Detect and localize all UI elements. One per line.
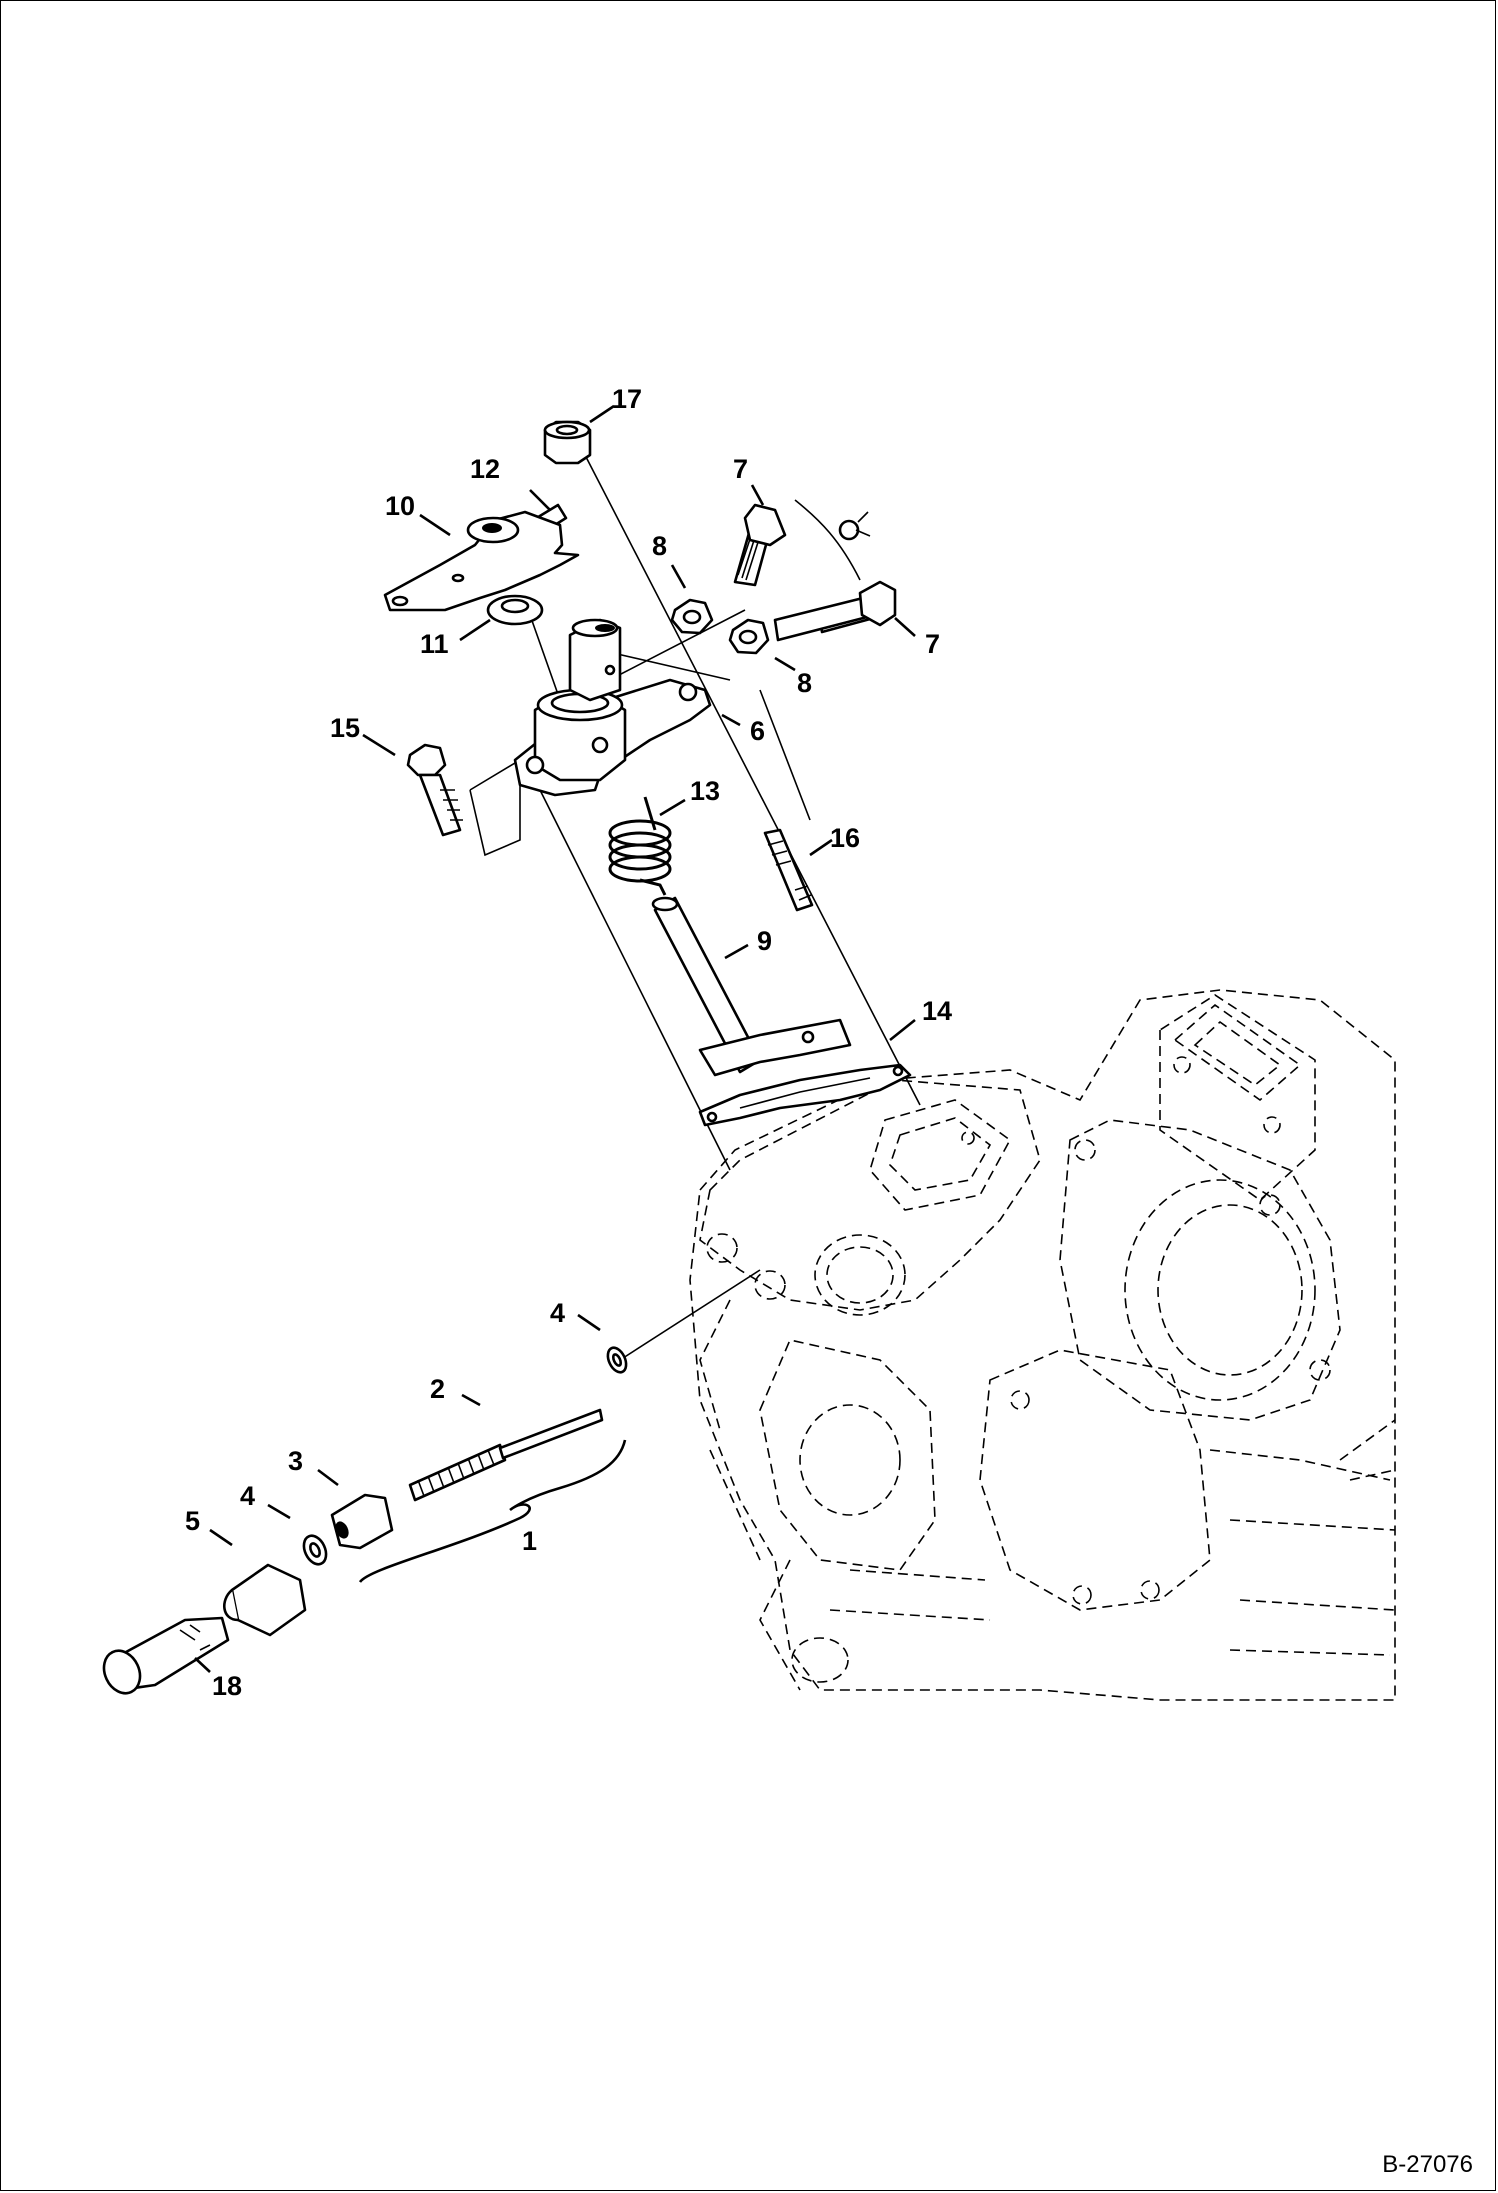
- callout-4b: 4: [550, 1298, 565, 1328]
- part-14-gasket: [698, 1063, 912, 1127]
- part-6-housing: [513, 618, 712, 797]
- part-11-washer: [486, 594, 544, 626]
- callout-4a: 4: [240, 1481, 255, 1511]
- callout-7b: 7: [925, 629, 940, 659]
- callout-16: 16: [830, 823, 860, 853]
- part-17-flange-nut: [543, 420, 592, 465]
- callout-11: 11: [420, 629, 449, 659]
- callout-14: 14: [922, 996, 952, 1026]
- callout-5: 5: [185, 1506, 200, 1536]
- part-8-nuts: [670, 598, 770, 655]
- part-10-lever: [383, 510, 580, 612]
- part-16-stud: [763, 828, 814, 912]
- callout-8a: 8: [652, 531, 667, 561]
- callout-1: 1: [522, 1526, 537, 1556]
- part-9-shaft: [651, 896, 852, 1077]
- callout-6: 6: [750, 716, 765, 746]
- callout-2: 2: [430, 1374, 445, 1404]
- callout-3: 3: [288, 1446, 303, 1476]
- assembly-lines: [107, 454, 921, 1665]
- part-3-nut: [330, 1493, 394, 1550]
- callout-7a: 7: [733, 454, 748, 484]
- callout-17: 17: [612, 384, 642, 414]
- callout-10: 10: [385, 491, 415, 521]
- part-15-bolt: [406, 743, 463, 837]
- callout-8b: 8: [797, 668, 812, 698]
- engine-block: [689, 989, 1396, 1701]
- part-4-washers: [302, 1346, 628, 1566]
- callout-13: 13: [690, 776, 720, 806]
- callout-18: 18: [212, 1671, 242, 1701]
- callout-15: 15: [330, 713, 360, 743]
- callout-labels: 17 12 10 11 7 8 7 8 6 15 13 16 9 14 4 2 …: [185, 384, 1473, 2178]
- part-13-spring: [608, 796, 672, 896]
- leader-lines: [194, 404, 916, 1673]
- callout-9: 9: [757, 926, 772, 956]
- part-5-acorn-nut: [223, 1563, 307, 1637]
- part-2-screw: [408, 1408, 604, 1502]
- callout-12: 12: [470, 454, 500, 484]
- part-18-cap: [102, 1616, 230, 1695]
- drawing-number: B-27076: [1382, 2151, 1473, 2178]
- part-7-bolts: [733, 499, 897, 642]
